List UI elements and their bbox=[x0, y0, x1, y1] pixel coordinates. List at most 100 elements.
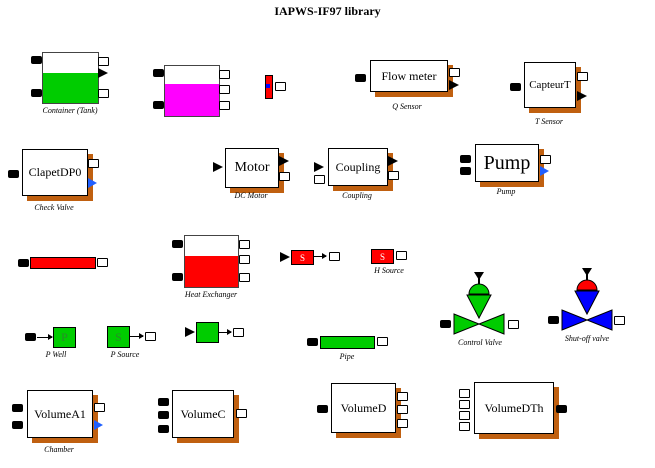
q-sensor-label: Q Sensor bbox=[392, 102, 422, 111]
volume-d-body: VolumeD bbox=[331, 383, 396, 433]
capteur-inlet-port[interactable] bbox=[510, 83, 521, 91]
pump-body: Pump bbox=[475, 144, 539, 182]
volume-d-port-2[interactable] bbox=[397, 405, 408, 414]
tank-fill bbox=[43, 73, 98, 103]
shutoff-valve-inlet-port[interactable] bbox=[548, 316, 559, 324]
volume-c-body: VolumeC bbox=[172, 390, 234, 438]
coupling-port-in[interactable] bbox=[314, 175, 325, 184]
flow-meter-signal-arrow bbox=[449, 80, 459, 90]
volume-dth-port-2[interactable] bbox=[459, 400, 470, 409]
volume-a1-signal-arrow bbox=[94, 420, 103, 430]
pipe-inlet-port[interactable] bbox=[307, 338, 318, 346]
motor-port-out[interactable] bbox=[279, 172, 290, 181]
green-source-port-out[interactable] bbox=[233, 328, 244, 337]
volume-d-port-in[interactable] bbox=[317, 405, 328, 413]
s-source-port-out[interactable] bbox=[329, 252, 340, 261]
shutoff-valve-port-out[interactable] bbox=[614, 316, 625, 325]
coupling-input-arrow bbox=[314, 162, 324, 172]
motor-output-arrow bbox=[279, 156, 289, 166]
magenta-tank-body bbox=[164, 65, 220, 117]
volume-c-port-out[interactable] bbox=[236, 409, 247, 418]
clapet-signal-arrow bbox=[88, 178, 97, 188]
p-well-inlet-port[interactable] bbox=[25, 333, 36, 341]
check-valve-label: Check Valve bbox=[34, 203, 74, 212]
volume-dth-port-out[interactable] bbox=[556, 405, 567, 413]
p-source-link bbox=[129, 333, 144, 339]
clapet-body: ClapetDP0 bbox=[22, 149, 88, 196]
p-source-body: S bbox=[107, 326, 130, 348]
small-source-mark bbox=[266, 84, 270, 88]
tank-level-port[interactable] bbox=[98, 57, 109, 66]
small-source-port[interactable] bbox=[275, 82, 286, 91]
motor-input-arrow bbox=[213, 162, 223, 172]
capteur-signal-arrow bbox=[577, 91, 587, 101]
volume-c-port-1[interactable] bbox=[158, 398, 169, 406]
volume-a1-port-out[interactable] bbox=[94, 403, 105, 412]
green-source-body bbox=[196, 322, 219, 343]
clapet-port-out[interactable] bbox=[88, 159, 99, 168]
magenta-tank-outlet-port[interactable] bbox=[153, 101, 164, 109]
h-source-port-out[interactable] bbox=[396, 251, 407, 260]
flow-meter-port-out[interactable] bbox=[449, 68, 460, 77]
pump-port-out[interactable] bbox=[540, 155, 551, 164]
container-label: Container (Tank) bbox=[42, 106, 98, 115]
coupling-output-arrow bbox=[388, 156, 398, 166]
clapet-inlet-port[interactable] bbox=[8, 170, 19, 178]
flow-meter-body: Flow meter bbox=[370, 60, 448, 92]
p-well-label: P Well bbox=[45, 350, 67, 359]
flow-meter-inlet-port[interactable] bbox=[355, 74, 366, 82]
volume-dth-body: VolumeDTh bbox=[474, 382, 554, 434]
page-title: IAPWS-IF97 library bbox=[274, 4, 381, 18]
chamber-label: Chamber bbox=[44, 445, 74, 454]
volume-dth-port-3[interactable] bbox=[459, 411, 470, 420]
volume-a1-port-1[interactable] bbox=[12, 404, 23, 412]
shutoff-valve-icon bbox=[561, 268, 613, 331]
control-valve-port-out[interactable] bbox=[508, 320, 519, 329]
red-pipe-port-out[interactable] bbox=[97, 258, 108, 267]
volume-dth-port-1[interactable] bbox=[459, 389, 470, 398]
capteur-t-body: CapteurT bbox=[524, 62, 576, 108]
control-valve-label: Control Valve bbox=[458, 338, 502, 347]
p-source-port-out[interactable] bbox=[145, 332, 156, 341]
tank-port-out[interactable] bbox=[98, 89, 109, 98]
magenta-tank-port-3[interactable] bbox=[219, 101, 230, 110]
coupling-port-out[interactable] bbox=[388, 171, 399, 180]
t-sensor-label: T Sensor bbox=[534, 117, 564, 126]
shutoff-valve-label: Shut-off valve bbox=[564, 334, 610, 343]
pump-inlet-port-1[interactable] bbox=[460, 155, 471, 163]
pump-inlet-port-2[interactable] bbox=[460, 167, 471, 175]
hx-port-1[interactable] bbox=[239, 240, 250, 249]
hx-port-2[interactable] bbox=[239, 255, 250, 264]
volume-c-port-2[interactable] bbox=[158, 411, 169, 419]
magenta-tank-fill bbox=[165, 84, 219, 116]
pipe-label: Pipe bbox=[339, 352, 355, 361]
pump-label: Pump bbox=[496, 187, 516, 196]
pipe-port-out[interactable] bbox=[377, 337, 388, 346]
tank-inlet-port[interactable] bbox=[31, 56, 42, 64]
tank-outlet-port[interactable] bbox=[31, 89, 42, 97]
red-pipe-inlet-port[interactable] bbox=[18, 259, 29, 267]
hx-inlet-port-1[interactable] bbox=[172, 240, 183, 248]
h-source-body: S bbox=[371, 249, 394, 264]
volume-d-port-3[interactable] bbox=[397, 419, 408, 428]
volume-c-port-3[interactable] bbox=[158, 425, 169, 433]
hx-inlet-port-2[interactable] bbox=[172, 273, 183, 281]
volume-a1-port-2[interactable] bbox=[12, 421, 23, 429]
p-well-link bbox=[37, 334, 53, 340]
pump-signal-arrow bbox=[540, 166, 549, 176]
volume-a1-body: VolumeA1 bbox=[27, 390, 93, 438]
hx-port-3[interactable] bbox=[239, 273, 250, 282]
s-source-input-arrow bbox=[280, 252, 290, 262]
magenta-tank-inlet-port[interactable] bbox=[153, 69, 164, 77]
tank-body bbox=[42, 52, 99, 104]
p-source-label: P Source bbox=[110, 350, 140, 359]
volume-d-port-1[interactable] bbox=[397, 392, 408, 401]
magenta-tank-port-2[interactable] bbox=[219, 85, 230, 94]
capteur-port-out[interactable] bbox=[577, 72, 588, 81]
pipe-body bbox=[320, 336, 375, 349]
magenta-tank-port-1[interactable] bbox=[219, 70, 230, 79]
dc-motor-label: DC Motor bbox=[234, 191, 268, 200]
volume-dth-port-4[interactable] bbox=[459, 422, 470, 431]
coupling-label: Coupling bbox=[342, 191, 372, 200]
control-valve-inlet-port[interactable] bbox=[440, 320, 451, 328]
